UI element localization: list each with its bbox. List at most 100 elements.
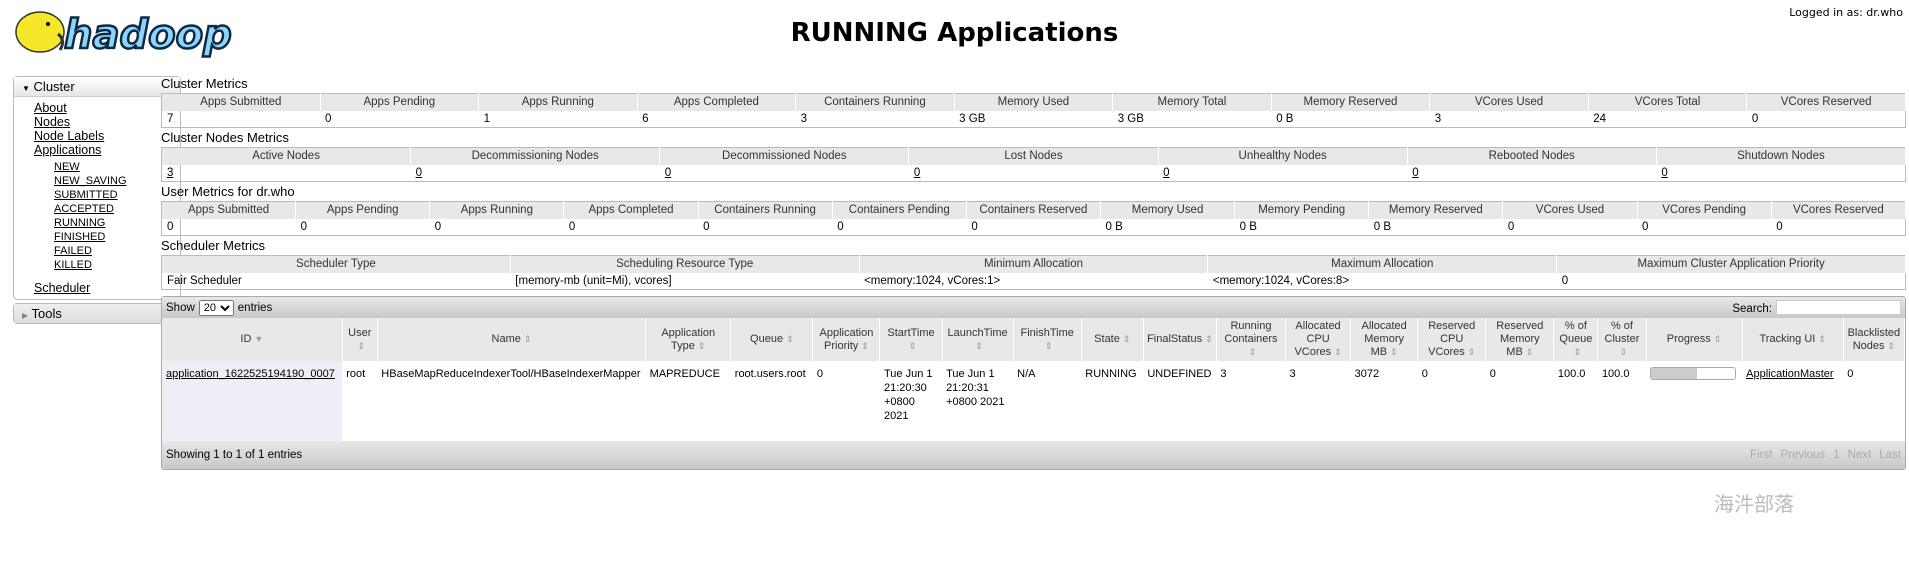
pager-1[interactable]: 1 [1833,449,1840,461]
sort-icon: ⇕ [908,340,917,351]
column-header[interactable]: Application Priority⇕ [812,318,881,361]
metrics-header: Active Nodes [161,147,412,165]
sort-icon: ⇕ [1044,340,1053,351]
metrics-title: Cluster Nodes Metrics [161,130,289,145]
sidebar-item-node-labels[interactable]: Node Labels [34,129,105,143]
metrics-link[interactable]: 0 [1163,166,1170,179]
app-state-finished[interactable]: FINISHED [54,231,106,243]
column-header[interactable]: Name⇕ [377,318,647,361]
column-header[interactable]: Running Containers⇕ [1216,318,1287,361]
metrics-cell: 0 B [1105,220,1123,233]
metrics-link[interactable]: 0 [415,166,423,179]
pager-previous[interactable]: Previous [1780,449,1826,461]
column-header[interactable]: FinalStatus⇕ [1143,318,1217,361]
metrics-header: Containers Running [698,201,833,219]
sort-icon: ⇕ [1334,347,1342,357]
page-size-select[interactable]: 20 [198,299,234,316]
metrics-cell: 0 B [1373,220,1392,233]
sidebar-item-about[interactable]: About [34,101,67,115]
column-header[interactable]: Tracking UI⇕ [1742,318,1844,361]
column-header[interactable]: Progress⇕ [1646,318,1743,361]
column-header[interactable]: LaunchTime⇕ [942,318,1014,361]
sort-icon: ⇕ [786,334,794,344]
column-header[interactable]: Allocated Memory MB⇕ [1350,318,1419,361]
metrics-cell: [memory-mb (unit=Mi), vcores] [515,274,672,287]
column-header[interactable]: % of Cluster⇕ [1597,318,1647,361]
column-header[interactable]: State⇕ [1081,318,1144,361]
metrics-cell: 0 [1776,220,1783,233]
sort-icon: ⇕ [1573,347,1582,357]
cell-rmem: 0 [1489,368,1496,380]
column-header[interactable]: Queue⇕ [730,318,814,361]
app-state-killed[interactable]: KILLED [54,259,92,271]
column-header[interactable]: User⇕ [342,318,378,361]
sort-icon: ⇕ [861,340,869,351]
sort-icon: ⇕ [523,334,532,344]
logged-in-user: Logged in as: dr.who [1789,6,1903,19]
app-state-new[interactable]: NEW [54,161,80,173]
column-header[interactable]: ID▼ [162,318,343,361]
metrics-header: Apps Submitted [161,93,321,111]
metrics-cell: 0 [434,220,442,233]
pager-last[interactable]: Last [1879,449,1901,461]
column-header[interactable]: Reserved Memory MB⇕ [1485,318,1555,361]
cell-id: application_1622525194190_0007 [162,361,343,441]
sidebar-item-scheduler[interactable]: Scheduler [34,281,91,295]
column-header[interactable]: Blacklisted Nodes⇕ [1843,318,1906,361]
metrics-header: Memory Used [1100,201,1236,219]
metrics-link[interactable]: 0 [664,166,672,179]
cell-queue: root.users.root [734,368,806,380]
metrics-header: Minimum Allocation [859,255,1209,273]
metrics-header: Shutdown Nodes [1656,147,1907,165]
metrics-header: Memory Pending [1234,201,1370,219]
applications-table: ID▼User⇕Name⇕Application Type⇕Queue⇕Appl… [162,318,1906,441]
cell-tracking: ApplicationMaster [1742,361,1843,441]
metrics-cell: 0 [1561,274,1569,287]
pager-first[interactable]: First [1750,449,1773,461]
pager-next[interactable]: Next [1847,449,1872,461]
sort-icon: ⇕ [1467,347,1476,357]
app-state-submitted[interactable]: SUBMITTED [54,189,118,201]
metrics-cell: 0 [909,165,1158,182]
cell-priority: 0 [816,368,824,380]
tracking-ui-link[interactable]: ApplicationMaster [1746,368,1834,380]
column-header[interactable]: Reserved CPU VCores⇕ [1417,318,1487,361]
metrics-header: Apps Completed [637,93,797,111]
tools-nav-header[interactable]: ▶ Tools [14,304,180,323]
tools-nav: ▶ Tools [13,303,181,324]
metrics-cell: 0 [703,220,710,233]
column-header[interactable]: Application Type⇕ [645,318,732,361]
cluster-nav-header[interactable]: ▼ Cluster [14,77,180,97]
metrics-link[interactable]: 0 [1661,166,1668,179]
metrics-link[interactable]: 0 [913,166,921,179]
search-input[interactable] [1776,300,1901,315]
cell-launch: Tue Jun 1 21:20:31 +0800 2021 [946,368,1005,408]
application-id-link[interactable]: application_1622525194190_0007 [166,368,335,380]
metrics-cell: 3 [162,165,411,182]
app-state-running[interactable]: RUNNING [54,217,106,229]
sidebar-item-nodes[interactable]: Nodes [34,115,71,129]
metrics-link[interactable]: 3 [167,166,174,179]
metrics-cell: 3 GB [959,112,986,125]
sort-icon: ⇕ [1390,347,1398,357]
sidebar-item-applications[interactable]: Applications [34,143,102,157]
app-state-accepted[interactable]: ACCEPTED [54,203,114,215]
column-header[interactable]: Allocated CPU VCores⇕ [1285,318,1352,361]
column-header[interactable]: FinishTime⇕ [1013,318,1082,361]
sort-desc-icon: ▼ [254,334,264,344]
metrics-link[interactable]: 0 [1412,166,1419,179]
progress-fill [1651,368,1698,379]
metrics-header: Memory Used [954,93,1114,111]
metrics-header: VCores Reserved [1746,93,1906,111]
metrics-cell: 3 [1434,112,1442,125]
metrics-header: VCores Used [1429,93,1589,111]
metrics-header: VCores Pending [1637,201,1772,219]
metrics-header: Apps Pending [320,93,480,111]
app-state-new_saving[interactable]: NEW_SAVING [54,175,127,187]
column-header[interactable]: StartTime⇕ [879,318,943,361]
column-header[interactable]: % of Queue⇕ [1553,318,1599,361]
app-state-failed[interactable]: FAILED [54,245,92,257]
